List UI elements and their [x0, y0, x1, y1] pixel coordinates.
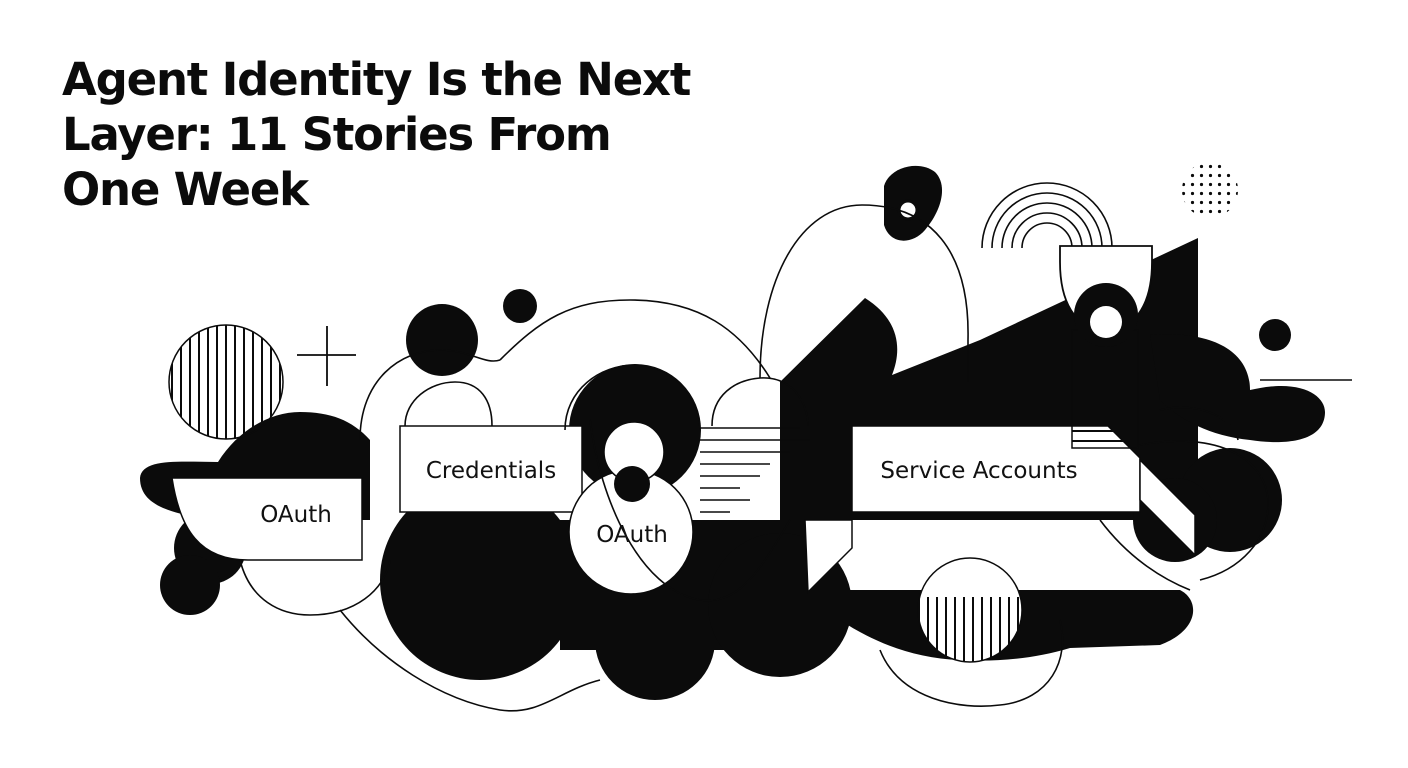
- white-shapes: [171, 421, 1196, 663]
- label-service-accounts: Service Accounts: [880, 458, 1077, 484]
- headline-line-2: Layer: 11 Stories From: [62, 108, 612, 161]
- label-oauth-left: OAuth: [260, 502, 332, 528]
- dotted-sphere: [1182, 162, 1238, 218]
- label-oauth-center: OAuth: [596, 522, 668, 548]
- concentric-arcs: [981, 182, 1113, 249]
- outline-curves: [239, 204, 1352, 712]
- speed-lines: [700, 427, 810, 513]
- headline: Agent Identity Is the Next Layer: 11 Sto…: [62, 52, 702, 217]
- center-dot: [614, 466, 650, 502]
- plus-sign-icon: [297, 326, 356, 386]
- striped-circle-left: [168, 324, 284, 440]
- headline-line-3: One Week: [62, 163, 309, 216]
- figure-column: [1059, 245, 1153, 449]
- headline-line-1: Agent Identity Is the Next: [62, 53, 691, 106]
- label-credentials: Credentials: [426, 458, 556, 484]
